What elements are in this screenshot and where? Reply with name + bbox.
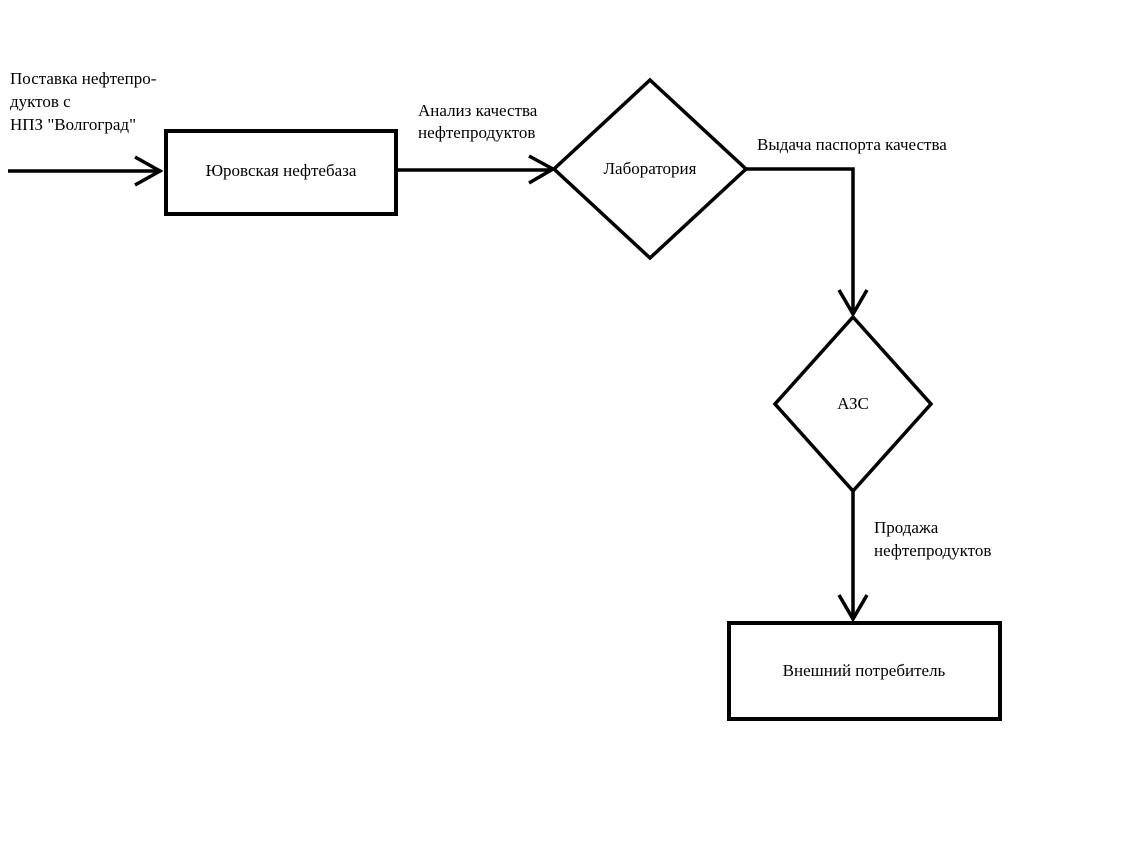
consumer-label: Внешний потребитель (783, 661, 946, 680)
supply-arrowhead-icon (134, 155, 164, 187)
node-lab: Лаборатория (551, 77, 749, 261)
passport-arrowhead-icon (837, 289, 869, 318)
lab-label: Лаборатория (604, 159, 697, 178)
node-depot: Юровская нефтебаза (164, 129, 398, 216)
supply-label-line1: Поставка нефтепро- (10, 69, 157, 88)
analysis-label-line1: Анализ качества (418, 101, 538, 120)
lab-diamond (551, 77, 749, 261)
edge-analysis: Анализ качества нефтепродуктов (397, 101, 557, 185)
depot-rectangle (164, 129, 398, 216)
supply-label-line3: НПЗ "Волгоград" (10, 115, 136, 134)
sale-label-line2: нефтепродуктов (874, 541, 991, 560)
analysis-label-line2: нефтепродуктов (418, 123, 535, 142)
passport-label: Выдача паспорта качества (757, 135, 947, 154)
sale-arrowhead-icon (837, 594, 869, 623)
consumer-rectangle (727, 621, 1002, 721)
node-consumer: Внешний потребитель (727, 621, 1002, 721)
depot-label: Юровская нефтебаза (206, 161, 357, 180)
edge-passport: Выдача паспорта качества (746, 135, 947, 318)
edge-supply: Поставка нефтепро- дуктов с НПЗ "Волгогр… (8, 69, 164, 187)
edge-sale: Продажа нефтепродуктов (837, 491, 991, 623)
passport-line (746, 167, 855, 311)
node-azs: АЗС (772, 314, 934, 494)
supply-label-line2: дуктов с (10, 92, 71, 111)
azs-label: АЗС (837, 394, 869, 413)
sale-label-line1: Продажа (874, 518, 939, 537)
